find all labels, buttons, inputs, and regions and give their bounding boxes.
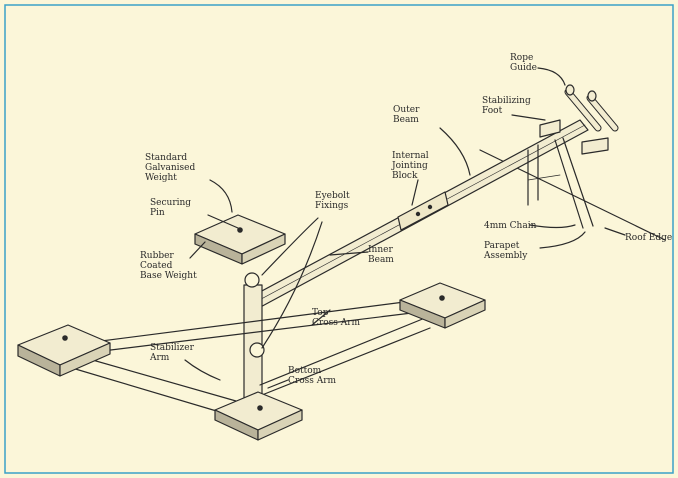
label-line: Securing xyxy=(150,198,191,208)
top-cross-arm-edge xyxy=(69,311,421,356)
label-line: Coated xyxy=(140,261,173,271)
label-line: Cross Arm xyxy=(312,318,361,328)
label-line: Jointing xyxy=(391,161,428,171)
leader-eyebolt-lower xyxy=(261,221,323,349)
eyebolt-lower xyxy=(249,342,265,358)
stabilizer-arm-edge xyxy=(61,364,241,419)
securing-pin xyxy=(257,405,263,411)
eyebolt-upper xyxy=(244,272,260,288)
top-cross-arm xyxy=(69,299,421,346)
parapet-leg xyxy=(554,139,584,229)
leader-securing-pin xyxy=(207,214,239,229)
vertical-post xyxy=(243,284,263,401)
securing-pin xyxy=(62,335,68,341)
label-line: Base Weight xyxy=(140,271,197,281)
leader-rubber-base xyxy=(189,241,206,259)
label-line: Cross Arm xyxy=(288,376,337,386)
label-line: Assembly xyxy=(483,251,528,261)
label-line: Rubber xyxy=(140,251,174,261)
label-line: Fixings xyxy=(315,201,349,211)
rope-guide-roller-fill xyxy=(565,89,601,131)
leader-chain xyxy=(529,224,576,229)
bottom-cross-arm xyxy=(259,317,426,386)
label-line: Internal xyxy=(392,151,429,161)
bottom-cross-arm-edge xyxy=(261,327,431,396)
label-line: Rope xyxy=(510,53,533,63)
label-line: Foot xyxy=(482,106,503,116)
leader-outer-beam xyxy=(439,127,471,176)
label-line: Beam xyxy=(368,255,394,265)
label-line: Galvanised xyxy=(145,163,196,173)
stabilizer-arm xyxy=(74,354,251,406)
leader-jointing-block xyxy=(411,179,419,206)
securing-pin xyxy=(439,295,445,301)
parapet-leg xyxy=(562,137,594,227)
rope-guide-cap xyxy=(587,90,597,102)
label-line: Roof Edge xyxy=(625,233,672,243)
label-line: Stabilizing xyxy=(482,96,531,106)
label-line: Bottom xyxy=(288,366,322,376)
weight-plate-front xyxy=(214,391,303,441)
leader-rope-guide xyxy=(537,67,566,86)
leader-inner-beam xyxy=(329,251,369,256)
leader-stabilizer-arm xyxy=(184,359,221,381)
leader-top-cross-arm xyxy=(311,309,331,326)
label-line: Beam xyxy=(393,115,419,125)
label-line: Eyebolt xyxy=(315,191,350,201)
rope-guide-roller-fill xyxy=(587,95,618,131)
leader-standard-weight xyxy=(209,179,233,213)
weight-plate-left xyxy=(17,324,111,377)
label-line: Weight xyxy=(145,173,177,183)
label-roof-edge: Roof Edge xyxy=(625,233,672,243)
label-line: Arm xyxy=(149,353,170,363)
label-line: Block xyxy=(392,171,418,181)
label-line: Stabilizer xyxy=(150,343,195,353)
weight-plate-standard xyxy=(194,214,286,265)
leader-roof-edge xyxy=(604,227,626,236)
leader-bottom-cross-arm xyxy=(267,379,289,389)
label-line: Inner xyxy=(368,245,393,255)
foot-clamp xyxy=(539,119,561,138)
parapet-brace xyxy=(527,174,561,181)
label-line: Top xyxy=(312,308,329,318)
frame-border xyxy=(4,4,674,474)
label-line: Pin xyxy=(150,208,165,218)
securing-pin xyxy=(237,227,243,233)
leader-stabilizing-foot xyxy=(511,114,546,121)
joint-bolt xyxy=(415,211,421,217)
joint-bolt xyxy=(427,204,433,210)
label-line: Parapet xyxy=(484,241,520,251)
leader-parapet xyxy=(539,231,586,249)
label-four-mm-chain: 4mm Chain xyxy=(484,221,537,231)
label-line: Guide xyxy=(510,63,537,73)
jointing-block xyxy=(397,191,449,231)
leader-eyebolt-upper xyxy=(261,217,319,276)
rope-guide-cap xyxy=(565,84,575,96)
label-line: Standard xyxy=(145,153,187,163)
stabilizing-foot xyxy=(581,137,609,155)
label-line: 4mm Chain xyxy=(484,221,537,231)
label-line: Outer xyxy=(393,105,420,115)
